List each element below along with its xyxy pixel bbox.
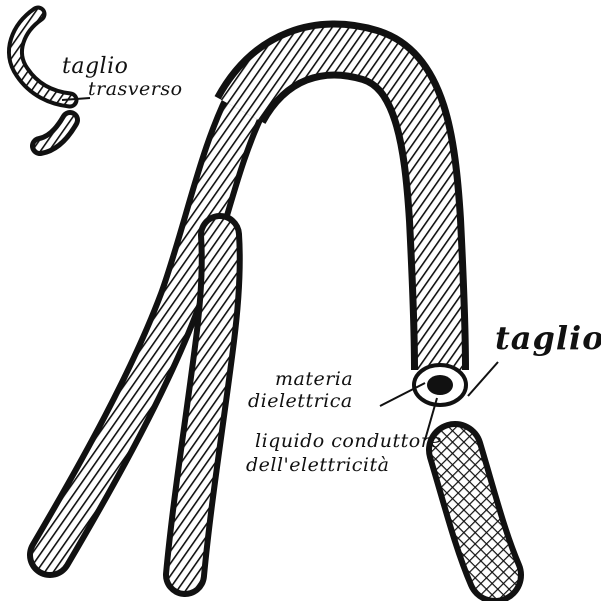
inset-tube-lower [40,120,70,146]
inset-label-cut: taglio [62,56,128,78]
conductor-label-line2: dell'elettricità [246,456,389,475]
cut-label: taglio [495,322,601,354]
tube-cut-piece [455,450,495,575]
dielectric-label-line2: dielettrica [248,392,353,411]
cut-leader-line [468,362,498,396]
conductor-label-line1: liquido conduttore [255,432,442,451]
tube-arch [240,50,440,370]
inset-label-transverse: trasverso [88,80,183,99]
dielectric-label-line1: materia [275,370,353,389]
